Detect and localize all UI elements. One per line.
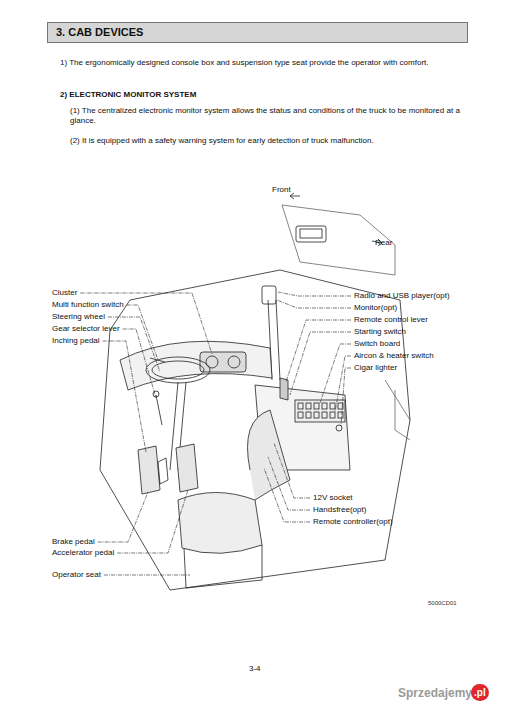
leader-line [98, 492, 148, 542]
part-name: Accelerator pedal [52, 548, 114, 558]
watermark: .pl [471, 684, 489, 701]
part-name: Radio and USB player(opt) [354, 291, 450, 301]
leader-line [341, 368, 351, 426]
leader-line [277, 300, 351, 308]
leader-line [104, 575, 190, 576]
part-name: Gear selector lever [52, 324, 120, 334]
leader-line [290, 332, 351, 395]
part-name: Switch board [354, 339, 400, 349]
part-name: Remote control lever [354, 315, 428, 325]
part-name: Starting switch [354, 327, 406, 337]
title-band: 3. CAB DEVICES [47, 22, 468, 43]
leader-line [320, 344, 351, 403]
part-name: Steering wheel [52, 312, 105, 322]
figure-id: 5000CD01 [428, 599, 457, 607]
paragraph: (1) The centralized electronic monitor s… [70, 106, 465, 126]
direction-label: Rear [375, 238, 392, 248]
direction-label: Front [272, 185, 291, 195]
part-name: Inching pedal [52, 336, 100, 346]
leader-line [264, 468, 310, 522]
watermark: Sprzedajemy [398, 686, 472, 701]
part-name: 12V socket [313, 493, 353, 503]
part-name: Aircon & heater switch [354, 351, 434, 361]
leader-line [274, 443, 310, 498]
part-name: Handsfree(opt) [313, 505, 366, 515]
leader-line [103, 341, 146, 452]
subheading: 2) ELECTRONIC MONITOR SYSTEM [60, 90, 196, 100]
leader-line [123, 329, 156, 398]
leader-line [268, 457, 310, 510]
part-name: Cluster [52, 288, 77, 298]
leader-line [278, 292, 351, 296]
part-name: Brake pedal [52, 537, 95, 547]
paragraph: 1) The ergonomically designed console bo… [60, 58, 465, 68]
part-name: Remote controller(opt) [313, 517, 393, 527]
paragraph: (2) It is equipped with a safety warning… [70, 136, 465, 146]
part-name: Multi function switch [52, 300, 124, 310]
page-number: 3-4 [249, 664, 261, 674]
part-name: Operator seat [52, 570, 101, 580]
leader-line [335, 356, 351, 412]
section-title: 3. CAB DEVICES [48, 23, 467, 42]
leader-line [117, 490, 188, 553]
part-name: Monitor(opt) [354, 303, 397, 313]
part-name: Cigar lighter [354, 363, 397, 373]
leader-line [286, 320, 351, 382]
